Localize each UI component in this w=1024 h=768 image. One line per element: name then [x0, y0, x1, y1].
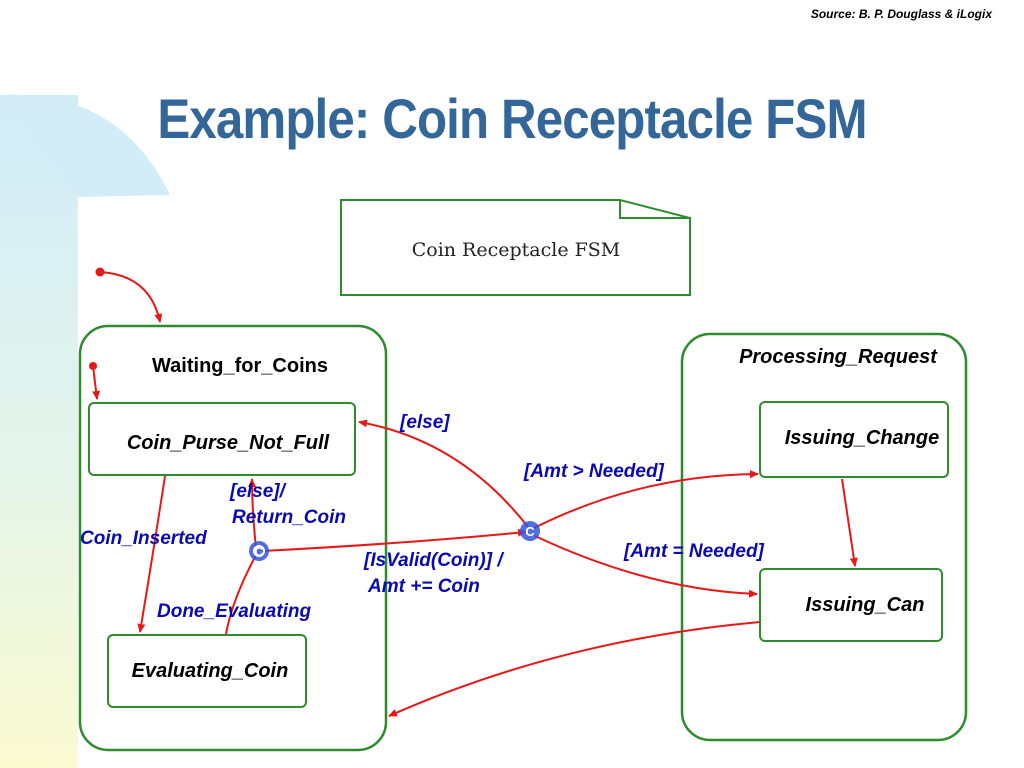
label-isvalid-2: Amt += Coin: [367, 576, 480, 597]
label-else: [else]: [399, 412, 450, 433]
state-issuing-can-label: Issuing_Can: [806, 594, 925, 616]
transition-done-evaluating: [225, 554, 257, 635]
junction-amount: C: [520, 521, 540, 541]
state-waiting-for-coins: [78, 324, 388, 752]
label-done-evaluating: Done_Evaluating: [157, 601, 312, 622]
label-isvalid-1: [IsValid(Coin)] /: [363, 550, 504, 571]
state-processing-request-label: Processing_Request: [739, 346, 938, 368]
junction-evaluation: C: [249, 541, 269, 561]
note-text: Coin Receptacle FSM: [412, 239, 621, 261]
state-coin-purse-not-full-label: Coin_Purse_Not_Full: [127, 432, 330, 454]
transition-initial-inner: [92, 365, 101, 400]
label-amt-equal: [Amt = Needed]: [623, 541, 765, 562]
state-evaluating-coin: [107, 634, 307, 708]
state-processing-request: [680, 332, 968, 742]
state-issuing-change-label: Issuing_Change: [785, 427, 939, 449]
state-issuing-change: [759, 401, 949, 478]
transition-amt-equal: [534, 535, 758, 598]
state-issuing-can: [759, 568, 943, 642]
label-amt-greater: [Amt > Needed]: [523, 461, 665, 482]
label-else-return-1: [else]/: [229, 481, 287, 502]
diagram-note: Coin Receptacle FSM: [340, 199, 691, 296]
transition-isvalid-coin: [261, 528, 527, 552]
transition-else-return-coin: [248, 478, 257, 549]
state-coin-purse-not-full: [88, 402, 356, 476]
label-coin-inserted: Coin_Inserted: [80, 528, 207, 549]
transition-initial-outer: [99, 271, 163, 323]
transition-can-to-waiting: [388, 621, 761, 717]
label-else-return-2: Return_Coin: [232, 507, 346, 528]
transition-coin-inserted: [137, 475, 166, 633]
state-waiting-for-coins-label: Waiting_for_Coins: [152, 355, 328, 377]
transition-change-to-can: [841, 478, 858, 567]
transition-amt-greater: [533, 470, 759, 529]
state-evaluating-coin-label: Evaluating_Coin: [132, 660, 289, 682]
transition-else: [358, 419, 529, 528]
svg-text:C: C: [525, 524, 535, 539]
svg-text:C: C: [254, 544, 264, 559]
source-credit: Source: B. P. Douglass & iLogix: [810, 7, 992, 21]
slide-title: Example: Coin Receptacle FSM: [157, 87, 867, 150]
